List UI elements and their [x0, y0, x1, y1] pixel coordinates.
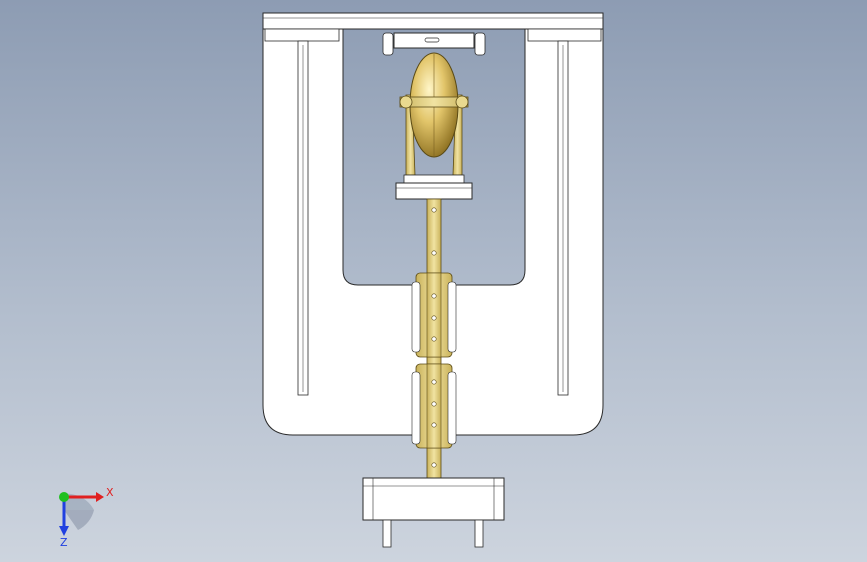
base-block — [362, 477, 505, 548]
z-axis-arrow-icon — [59, 497, 69, 536]
top-roller-assembly — [382, 32, 486, 56]
y-axis-dot-icon — [59, 492, 69, 502]
x-axis-arrow-icon — [64, 492, 104, 502]
coordinate-triad: X Z — [59, 486, 114, 549]
z-axis-label: Z — [60, 536, 68, 549]
u-frame — [262, 28, 604, 436]
top-crossbar — [262, 12, 604, 30]
lower-slider-block — [411, 363, 457, 449]
wheel-fork-assembly — [395, 52, 473, 200]
triad-shadow-icon — [64, 493, 94, 530]
x-axis-label: X — [106, 486, 114, 499]
upper-slider-block — [411, 272, 457, 358]
